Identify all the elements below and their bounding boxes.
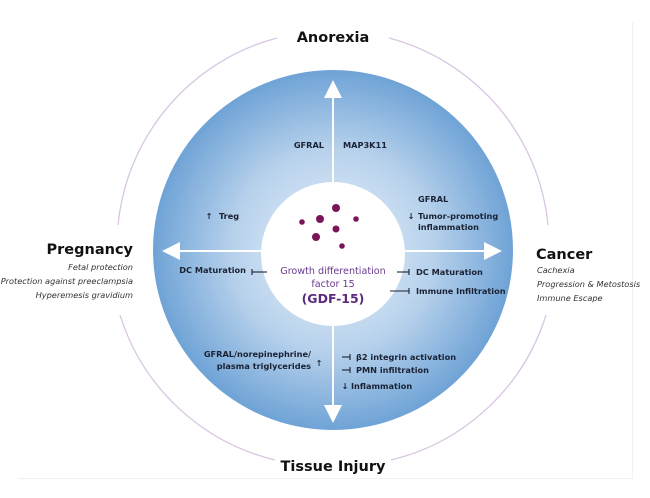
molecule-dot: [339, 243, 345, 249]
label-inflammation-right: inflammation: [418, 222, 479, 232]
center-label-line2: factor 15: [311, 279, 354, 290]
cancer-item: Cachexia: [537, 265, 575, 275]
figure-panel-border: [18, 22, 633, 479]
label-gfral-norepinephrine: GFRAL/norepinephrine/: [204, 349, 311, 359]
label-plasma-triglycerides: plasma triglycerides: [217, 361, 311, 371]
arrow-up-head: [324, 80, 342, 98]
gdf15-molecule-icon: [299, 204, 359, 249]
cancer-item: Immune Escape: [537, 293, 603, 303]
molecule-dot: [316, 215, 324, 223]
label-b2-integrin: β2 integrin activation: [356, 352, 456, 362]
pregnancy-item: Protection against preeclampsia: [1, 276, 133, 286]
label-tumor-promoting: Tumor-promoting: [418, 211, 498, 221]
label-immune-infiltration: Immune Infiltration: [416, 286, 506, 296]
label-gfral-right: GFRAL: [418, 194, 448, 204]
inhibit-icon: [342, 354, 351, 360]
pregnancy-item: Hyperemesis gravidium: [36, 290, 133, 300]
molecule-dot: [353, 216, 359, 222]
category-tissue-injury: Tissue Injury: [281, 459, 386, 475]
category-cancer: Cancer: [536, 247, 593, 263]
outer-ring: [117, 37, 549, 461]
pregnancy-item: Fetal protection: [68, 262, 133, 272]
arrows: [162, 80, 502, 423]
inhibit-icon: [342, 367, 351, 373]
outer-ring-arc-bottom-left: [119, 314, 276, 461]
up-arrow-icon: ↑: [206, 211, 213, 221]
cancer-item: Progression & Metostosis: [537, 279, 641, 289]
arrow-down-head: [324, 405, 342, 423]
label-gfral-top: GFRAL: [294, 140, 324, 150]
molecule-dot: [299, 219, 305, 225]
outer-ring-arc-bottom-right: [390, 314, 547, 461]
molecule-dot: [332, 204, 340, 212]
down-arrow-icon: ↓: [408, 211, 415, 221]
category-pregnancy: Pregnancy: [47, 242, 134, 258]
inhibit-icon: [251, 269, 267, 275]
outer-ring-arc-top-right: [388, 37, 549, 226]
label-map3k11: MAP3K11: [343, 140, 387, 150]
center-circle: [261, 182, 405, 326]
molecule-dot: [312, 233, 320, 241]
category-anorexia: Anorexia: [297, 30, 370, 46]
molecule-dot: [332, 225, 340, 233]
center-label-line1: Growth differentiation: [280, 266, 385, 277]
down-arrow-icon: ↓: [342, 381, 349, 391]
label-treg: Treg: [219, 211, 239, 221]
inhibit-icon: [390, 288, 410, 294]
label-pmn-infiltration: PMN infiltration: [356, 365, 429, 375]
label-dc-maturation-left: DC Maturation: [179, 265, 246, 275]
arrow-left-head: [162, 242, 180, 260]
up-arrow-icon: ↑: [316, 358, 323, 368]
inhibit-icon: [397, 269, 410, 275]
label-inflammation-bottom: Inflammation: [351, 381, 412, 391]
label-dc-maturation-right: DC Maturation: [416, 267, 483, 277]
outer-ring-arc-top-left: [117, 37, 278, 226]
arrow-right-head: [484, 242, 502, 260]
center-label-abbrev: (GDF-15): [302, 291, 365, 306]
